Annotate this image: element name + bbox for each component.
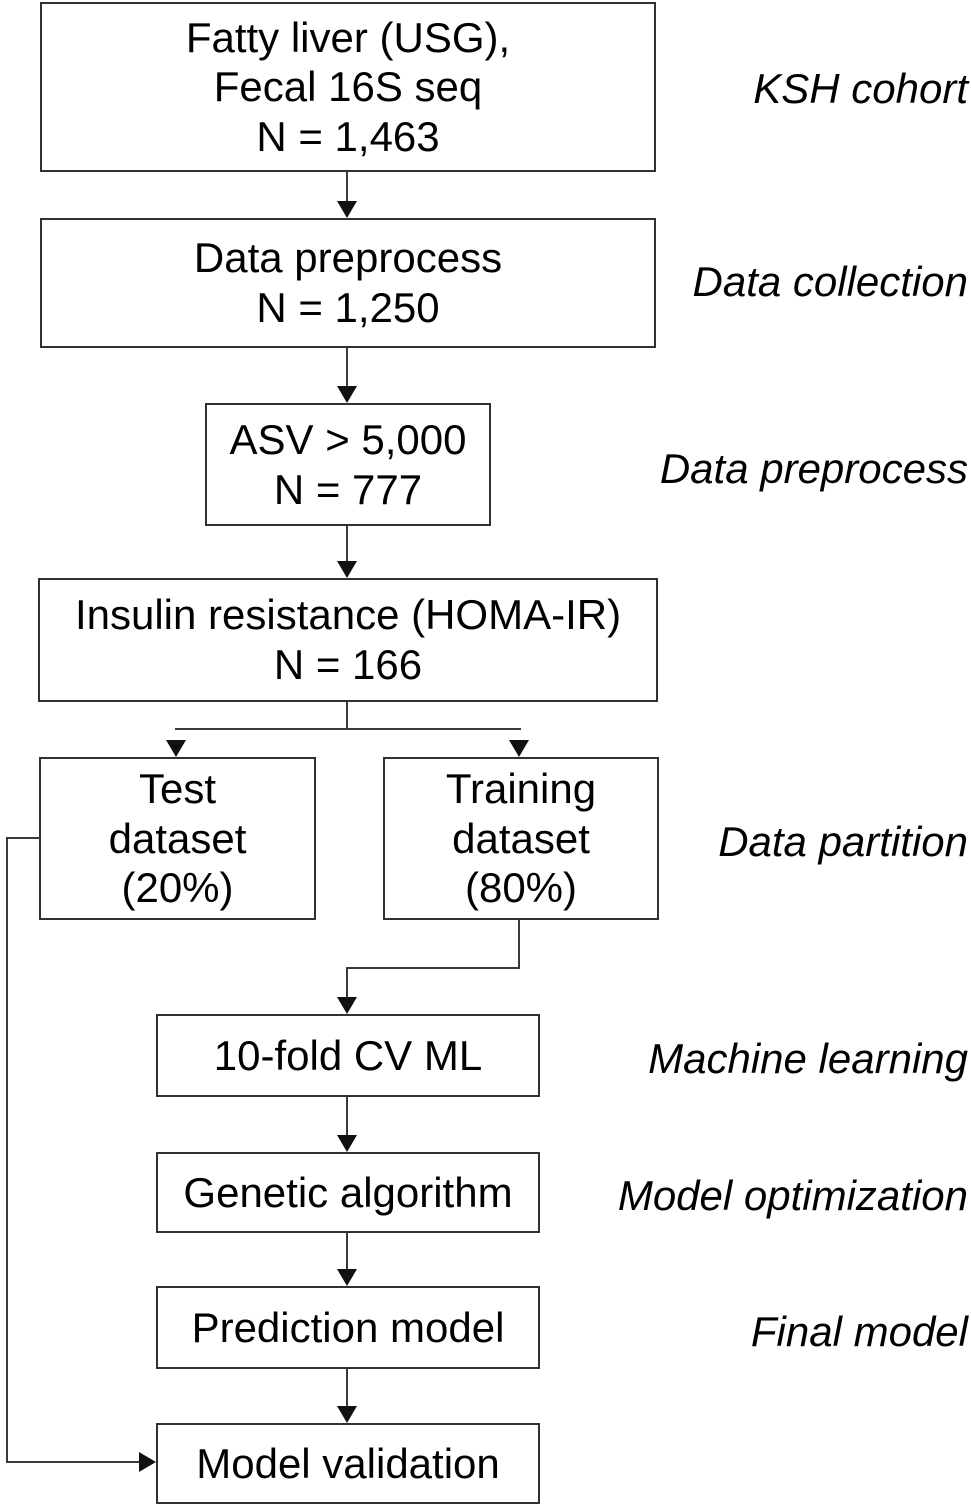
connector-line xyxy=(346,1097,348,1139)
connector-line xyxy=(346,1369,348,1409)
arrow-down-icon xyxy=(337,997,357,1014)
node-text-line: N = 1,463 xyxy=(256,112,440,160)
stage-label-data-collection: Data collection xyxy=(692,258,968,305)
node-prediction-model-box: Prediction model xyxy=(156,1286,540,1369)
node-model-validation-box: Model validation xyxy=(156,1423,540,1504)
stage-label-machine-learning: Machine learning xyxy=(648,1035,968,1082)
connector-line xyxy=(6,1461,140,1463)
connector-line xyxy=(346,967,520,969)
node-text-line: Test xyxy=(138,765,217,813)
node-asv-filter-box: ASV > 5,000 N = 777 xyxy=(205,403,491,526)
node-training-dataset-box: Training dataset (80%) xyxy=(383,757,659,920)
connector-line xyxy=(346,702,348,730)
stage-label-final-model: Final model xyxy=(750,1308,968,1355)
arrow-right-icon xyxy=(139,1452,156,1472)
stage-label-data-partition: Data partition xyxy=(718,818,968,865)
connector-line xyxy=(346,171,348,204)
stage-label-ksh-cohort: KSH cohort xyxy=(753,65,968,112)
node-text-line: N = 777 xyxy=(273,465,423,513)
node-fatty-liver-box: Fatty liver (USG), Fecal 16S seq N = 1,4… xyxy=(40,2,656,172)
connector-line xyxy=(346,967,348,999)
node-genetic-algorithm-box: Genetic algorithm xyxy=(156,1152,540,1233)
stage-label-data-preprocess: Data preprocess xyxy=(659,445,968,492)
connector-line xyxy=(518,920,520,969)
node-data-preprocess-box: Data preprocess N = 1,250 xyxy=(40,218,656,348)
connector-line xyxy=(6,837,41,839)
node-text-line: 10-fold CV ML xyxy=(213,1031,483,1079)
arrow-down-icon xyxy=(337,386,357,403)
node-text-line: ASV > 5,000 xyxy=(229,415,467,463)
node-text-line: Genetic algorithm xyxy=(183,1168,513,1216)
arrow-down-icon xyxy=(337,1406,357,1423)
node-text-line: Insulin resistance (HOMA-IR) xyxy=(74,591,622,639)
node-text-line: Model validation xyxy=(196,1439,500,1487)
node-text-line: Data preprocess xyxy=(193,234,503,282)
node-text-line: Fatty liver (USG), xyxy=(185,13,511,61)
node-text-line: dataset xyxy=(108,814,247,862)
connector-line xyxy=(346,526,348,564)
node-text-line: Prediction model xyxy=(191,1303,505,1351)
connector-line xyxy=(346,1233,348,1273)
node-text-line: dataset xyxy=(452,814,590,862)
node-cv-ml-box: 10-fold CV ML xyxy=(156,1014,540,1097)
node-text-line: (20%) xyxy=(121,864,234,912)
node-text-line: Fecal 16S seq xyxy=(213,63,483,111)
stage-label-model-optimization: Model optimization xyxy=(617,1172,968,1219)
node-insulin-resistance-box: Insulin resistance (HOMA-IR) N = 166 xyxy=(38,578,658,702)
node-text-line: N = 1,250 xyxy=(256,284,440,331)
node-text-line: Training xyxy=(445,765,597,813)
arrow-down-icon xyxy=(509,740,529,757)
node-text-line: (80%) xyxy=(464,864,578,912)
arrow-down-icon xyxy=(337,201,357,218)
connector-line xyxy=(175,728,521,730)
arrow-down-icon xyxy=(337,1135,357,1152)
arrow-down-icon xyxy=(166,740,186,757)
arrow-down-icon xyxy=(337,1269,357,1286)
arrow-down-icon xyxy=(337,561,357,578)
connector-line xyxy=(6,837,8,1463)
connector-line xyxy=(346,348,348,389)
node-text-line: N = 166 xyxy=(273,641,423,688)
node-test-dataset-box: Test dataset (20%) xyxy=(39,757,316,920)
